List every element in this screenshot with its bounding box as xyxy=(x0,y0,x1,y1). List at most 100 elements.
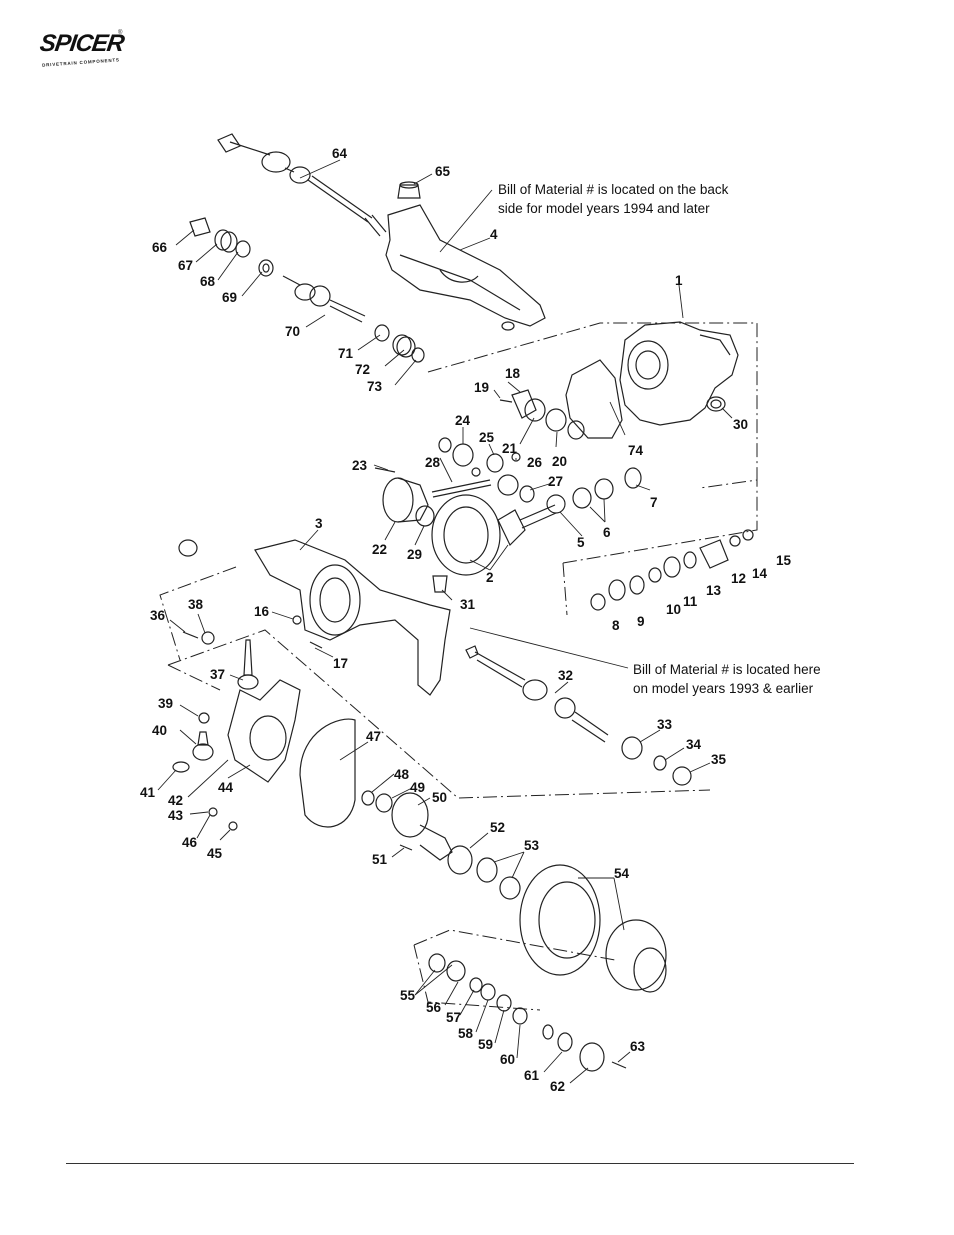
part-50-spindle xyxy=(391,792,453,861)
part-73-seal xyxy=(411,347,425,363)
part-26-washer xyxy=(511,452,521,462)
callout-21: 21 xyxy=(502,441,518,456)
part-15-nut xyxy=(742,529,754,541)
callout-36: 36 xyxy=(150,608,166,623)
callout-40: 40 xyxy=(152,723,167,738)
part-3-axle-housing xyxy=(178,539,451,696)
callout-66: 66 xyxy=(152,240,168,255)
callout-46: 46 xyxy=(182,835,198,850)
assembly-outline-upper xyxy=(159,322,758,1011)
part-1-carrier-housing xyxy=(619,321,739,426)
callout-54: 54 xyxy=(614,866,630,881)
part-31-bushing xyxy=(432,575,448,593)
part-33-seal xyxy=(621,736,643,760)
part-12-yoke xyxy=(699,539,729,569)
part-13-deflector xyxy=(683,551,697,569)
part-37-ball-joint xyxy=(237,639,259,690)
part-51-bolt xyxy=(399,844,413,851)
callout-26: 26 xyxy=(527,455,543,470)
part-19-bolt xyxy=(499,399,513,403)
callout-9: 9 xyxy=(637,614,645,629)
callout-50: 50 xyxy=(432,790,447,805)
callout-32: 32 xyxy=(558,668,573,683)
callout-44: 44 xyxy=(218,780,234,795)
callout-15: 15 xyxy=(776,553,792,568)
part-22-diff-case xyxy=(382,477,429,523)
part-66-slinger xyxy=(189,217,211,237)
part-56-bearing xyxy=(446,960,466,982)
callout-30: 30 xyxy=(733,417,748,432)
callout-59: 59 xyxy=(478,1037,493,1052)
part-45-nut xyxy=(228,821,238,831)
bill-of-material-note-back: Bill of Material # is located on the bac… xyxy=(498,180,728,218)
part-67-bearing xyxy=(214,229,238,253)
part-39-nut xyxy=(198,712,210,724)
callout-70: 70 xyxy=(285,324,300,339)
part-17-bolt xyxy=(309,641,323,649)
part-46-nut xyxy=(208,807,218,817)
callout-73: 73 xyxy=(367,379,383,394)
callout-42: 42 xyxy=(168,793,183,808)
part-28-cross-shaft xyxy=(431,479,492,498)
part-48-bearing xyxy=(361,790,375,806)
callout-51: 51 xyxy=(372,852,388,867)
part-18-bearing-cap xyxy=(511,389,537,419)
part-47-dust-shield xyxy=(299,718,356,828)
part-16-plug xyxy=(292,615,302,625)
part-49-seal xyxy=(375,793,393,813)
part-53-bearing xyxy=(476,857,521,900)
part-58-nut xyxy=(480,983,496,1001)
callout-53: 53 xyxy=(524,838,540,853)
callout-71: 71 xyxy=(338,346,354,361)
callout-48: 48 xyxy=(394,767,410,782)
part-14-washer xyxy=(729,535,741,547)
callout-8: 8 xyxy=(612,618,620,633)
part-57-washer xyxy=(469,977,483,993)
callout-29: 29 xyxy=(407,547,422,562)
part-38-nut xyxy=(201,631,215,645)
callout-60: 60 xyxy=(500,1052,515,1067)
callout-24: 24 xyxy=(455,413,471,428)
callout-38: 38 xyxy=(188,597,204,612)
callout-1: 1 xyxy=(675,273,683,288)
part-2-ring-gear xyxy=(431,494,501,576)
callout-72: 72 xyxy=(355,362,370,377)
part-29-bearing xyxy=(415,505,435,527)
callout-33: 33 xyxy=(657,717,673,732)
part-8-bearing xyxy=(590,593,606,611)
part-5-shim xyxy=(546,494,566,514)
part-74-gasket xyxy=(565,359,623,439)
footer-divider xyxy=(66,1163,854,1164)
part-2-pinion-gear xyxy=(497,504,557,547)
callout-10: 10 xyxy=(666,602,681,617)
callout-28: 28 xyxy=(425,455,441,470)
part-68-seal xyxy=(235,240,251,258)
callout-4: 4 xyxy=(490,227,498,242)
part-24-side-gear xyxy=(438,437,474,467)
callout-45: 45 xyxy=(207,846,223,861)
callout-41: 41 xyxy=(140,785,156,800)
callout-69: 69 xyxy=(222,290,237,305)
part-10-slinger xyxy=(648,567,662,583)
callout-58: 58 xyxy=(458,1026,474,1041)
note-here-line2: on model years 1993 & earlier xyxy=(633,681,814,696)
callout-14: 14 xyxy=(752,566,768,581)
callout-2: 2 xyxy=(486,570,494,585)
part-30-seal xyxy=(706,396,726,412)
callout-37: 37 xyxy=(210,667,225,682)
callout-35: 35 xyxy=(711,752,727,767)
part-25-pinion-gear xyxy=(471,453,504,477)
part-20-bearing xyxy=(545,408,585,440)
part-54-hub xyxy=(605,919,667,993)
part-64-inner-axle-shaft xyxy=(217,133,387,237)
callout-49: 49 xyxy=(410,780,425,795)
part-34-washer xyxy=(653,755,667,771)
callout-3: 3 xyxy=(315,516,323,531)
part-52-seal xyxy=(447,845,473,875)
spicer-logo: SPICER ® DRIVETRAIN COMPONENTS xyxy=(38,30,132,76)
callout-31: 31 xyxy=(460,597,476,612)
callout-27: 27 xyxy=(548,474,563,489)
part-23-bolt xyxy=(374,467,396,473)
callout-23: 23 xyxy=(352,458,368,473)
